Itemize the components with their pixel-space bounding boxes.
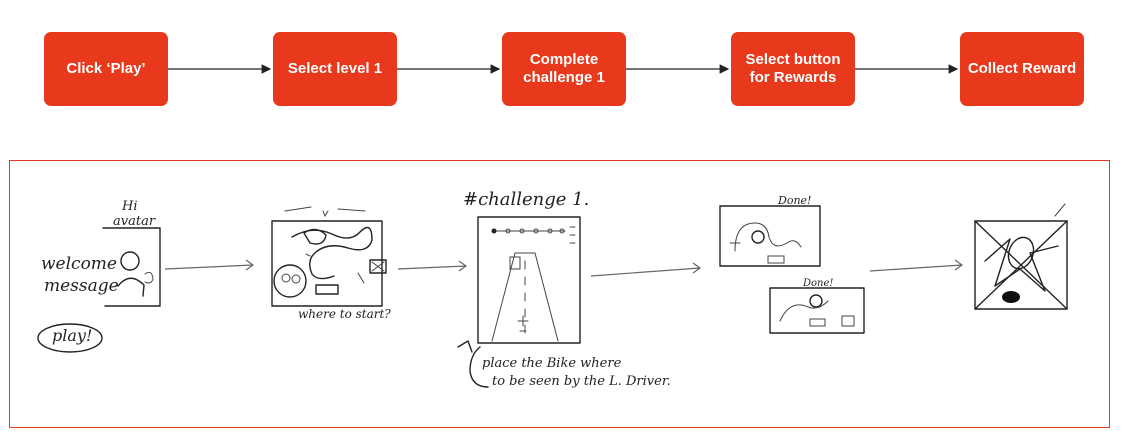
sketch-welcome-text: welcome: [41, 254, 117, 274]
sketch-rewards: [719, 205, 865, 334]
sketch-note-line-1: place the Bike where: [482, 356, 622, 371]
sketch-level-select: [271, 206, 387, 307]
sketch-where-to-start-text: where to start?: [298, 307, 391, 321]
sketch-challenge-1: [457, 216, 581, 388]
sketch-done-bottom-text: Done!: [803, 278, 834, 289]
sketch-drawings: [37, 203, 1068, 388]
sketch-hi-text: Hi: [122, 199, 138, 214]
sketch-arrow-1: [164, 259, 255, 271]
sketch-collect-reward: [974, 203, 1068, 310]
sketch-play-button: play!: [52, 326, 93, 345]
sketch-arrow-2: [397, 260, 468, 272]
flow-connectors: [168, 64, 959, 74]
sketch-note-line-2: to be seen by the L. Driver.: [492, 374, 671, 389]
flow-step-select-rewards-button: Select button for Rewards: [731, 32, 855, 106]
sketch-welcome-screen: [37, 227, 161, 353]
flow-step-select-level: Select level 1: [273, 32, 397, 106]
flow-step-collect-reward: Collect Reward: [960, 32, 1084, 106]
sketch-arrow-3: [590, 262, 702, 277]
flow-step-complete-challenge: Complete challenge 1: [502, 32, 626, 106]
sketch-storyboard-panel: Hi avatar welcome message play! where to…: [9, 160, 1110, 428]
sketch-done-top-text: Done!: [778, 194, 812, 207]
sketch-avatar-text: avatar: [113, 214, 156, 229]
flow-step-click-play: Click ‘Play’: [44, 32, 168, 106]
sketch-arrow-4: [869, 259, 964, 272]
sketch-message-text: message: [44, 276, 119, 296]
sketch-challenge-title: #challenge 1.: [463, 189, 590, 210]
